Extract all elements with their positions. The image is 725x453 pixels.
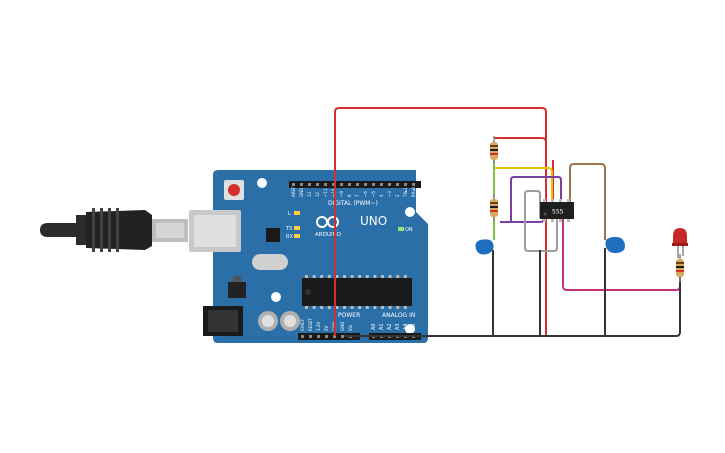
header-pin[interactable]: [396, 183, 399, 186]
header-pin-label: RX◂0: [411, 186, 416, 197]
header-pin[interactable]: [325, 335, 328, 338]
capacitor-icon[interactable]: [475, 239, 494, 255]
timer-chip-label: 555: [552, 209, 564, 216]
wire-red-5v[interactable]: [334, 107, 547, 336]
power-pin-label: Vin: [348, 324, 353, 331]
arduino-logo-text: ARDUINO: [315, 232, 342, 238]
header-pin[interactable]: [324, 183, 327, 186]
header-pin[interactable]: [372, 183, 375, 186]
analog-pin-label: A4: [403, 323, 409, 330]
rx-label: RX: [286, 234, 293, 240]
power-label: POWER: [338, 312, 360, 319]
header-pin[interactable]: [308, 183, 311, 186]
analog-pin-label: A2: [387, 323, 393, 330]
header-pin[interactable]: [292, 183, 295, 186]
reset-button-icon[interactable]: [224, 180, 244, 200]
wire-purple-b[interactable]: [510, 176, 562, 222]
header-pin[interactable]: [412, 183, 415, 186]
tx-label: TX: [285, 226, 293, 232]
led-icon[interactable]: [672, 228, 688, 258]
power-pin-label: 5V: [324, 325, 329, 331]
led-l-label: L: [288, 211, 291, 217]
header-pin[interactable]: [301, 335, 304, 338]
header-pin[interactable]: [317, 335, 320, 338]
header-pin-label: 4: [379, 194, 384, 197]
digital-header[interactable]: [289, 181, 421, 188]
wire-magenta[interactable]: [562, 218, 681, 291]
header-pin-label: AREF: [291, 186, 296, 197]
header-pin[interactable]: [316, 183, 319, 186]
atmega-chip: [302, 278, 412, 306]
header-pin[interactable]: [340, 183, 343, 186]
header-pin[interactable]: [356, 183, 359, 186]
header-pin-label: GND: [299, 188, 304, 197]
power-pin-label: 3.3V: [316, 322, 321, 331]
analog-pin-label: A0: [371, 323, 377, 330]
resistor-icon[interactable]: [490, 194, 498, 222]
header-pin-label: 12: [315, 191, 320, 197]
analog-label: ANALOG IN: [382, 312, 415, 319]
wire-yellow[interactable]: [494, 167, 553, 202]
header-pin-label: 13: [307, 191, 312, 197]
on-label: ON: [405, 227, 413, 233]
wire-purple-a[interactable]: [500, 217, 545, 223]
header-pin-label: 8: [347, 194, 352, 197]
header-pin[interactable]: [333, 335, 336, 338]
header-pin-label: ~11: [323, 188, 328, 197]
crystal-oscillator: [252, 254, 288, 270]
header-pin[interactable]: [300, 183, 303, 186]
usb-cable-icon[interactable]: [40, 208, 188, 252]
wire-brown[interactable]: [569, 163, 606, 240]
wire-red-resistor[interactable]: [494, 137, 547, 143]
header-pin[interactable]: [348, 183, 351, 186]
capacitor-icon[interactable]: [605, 236, 626, 254]
header-pin-label: ~6: [363, 191, 368, 197]
analog-pin-label: A3: [395, 323, 401, 330]
header-pin[interactable]: [404, 183, 407, 186]
header-pin[interactable]: [388, 183, 391, 186]
resistor-icon[interactable]: [676, 254, 684, 282]
ic-chip-icon[interactable]: 555: [540, 199, 574, 222]
header-pin-label: ~9: [339, 191, 344, 197]
power-pin-label: RESET: [308, 318, 313, 331]
header-pin[interactable]: [341, 335, 344, 338]
header-pin-label: TX▸1: [403, 187, 408, 198]
header-pin-label: ~3: [387, 191, 392, 197]
header-pin[interactable]: [309, 335, 312, 338]
power-pin-label: IOREF: [300, 318, 305, 331]
header-pin[interactable]: [364, 183, 367, 186]
header-pin[interactable]: [380, 183, 383, 186]
wire-black-gnd[interactable]: [422, 272, 681, 337]
power-pin-label: GND: [340, 322, 345, 331]
uno-brand-text: UNO: [360, 214, 387, 228]
arduino-logo-icon: [316, 216, 339, 228]
header-pin-label: ~10: [331, 188, 336, 197]
header-pin-label: 2: [395, 194, 400, 197]
wire-gray[interactable]: [524, 190, 558, 252]
header-pin-label: ~5: [371, 191, 376, 197]
digital-label: DIGITAL (PWM~): [328, 200, 378, 207]
usb-chip: [266, 228, 280, 242]
header-pin[interactable]: [332, 183, 335, 186]
header-pin-label: 7: [355, 194, 360, 197]
power-header[interactable]: [298, 333, 360, 340]
resistor-icon[interactable]: [490, 136, 498, 164]
analog-pin-label: A5: [411, 323, 417, 330]
voltage-regulator: [228, 282, 246, 298]
analog-pin-label: A1: [379, 323, 385, 330]
